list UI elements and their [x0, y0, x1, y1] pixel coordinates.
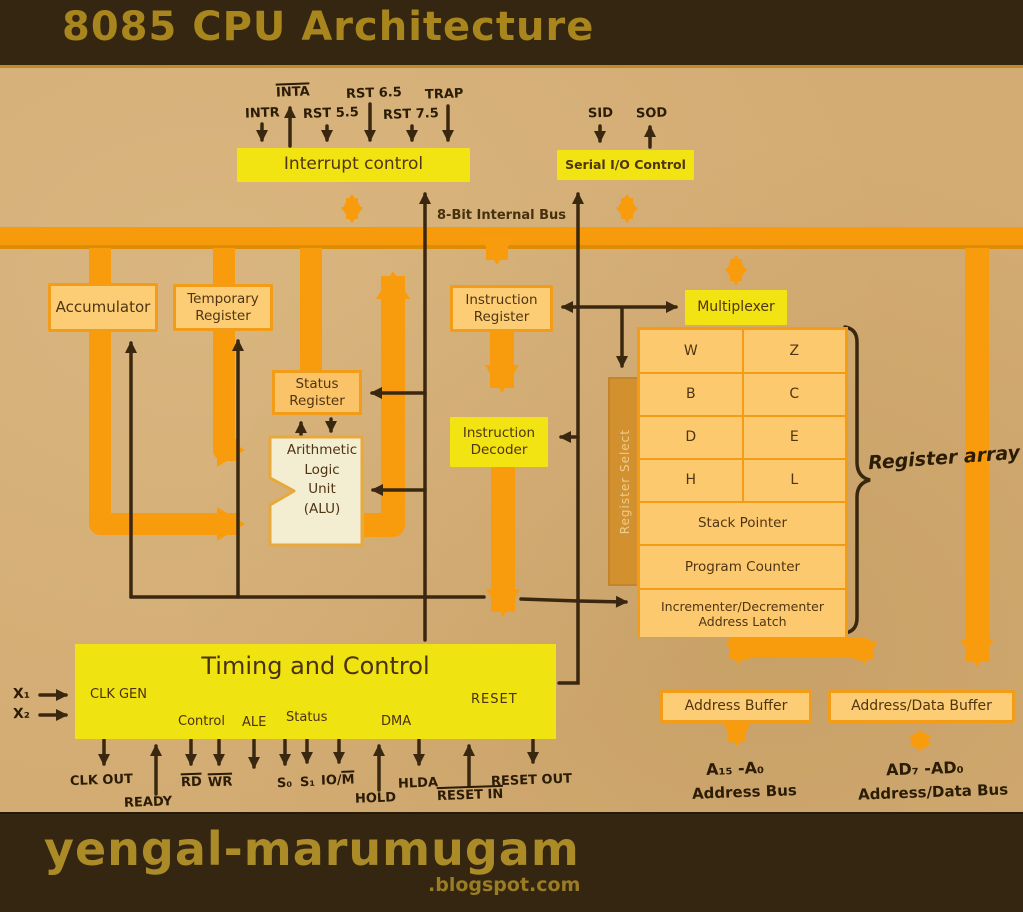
- label-trap: TRAP: [424, 86, 464, 103]
- alu-label: Arithmetic Logic Unit (ALU): [286, 442, 358, 517]
- register-w: W: [640, 330, 742, 372]
- label-s0: S₀: [276, 775, 293, 792]
- register-incrementer-latch: Incrementer/Decrementer Address Latch: [640, 590, 845, 637]
- block-serial-io-control: Serial I/O Control: [557, 150, 694, 180]
- timing-status-label: Status: [286, 710, 328, 725]
- register-array-brace: [843, 325, 871, 635]
- label-hold: HOLD: [354, 790, 397, 807]
- block-instruction-register: Instruction Register: [450, 285, 553, 332]
- arrow-alu-to-bus: [364, 271, 410, 537]
- internal-bus-bar: [0, 227, 1023, 247]
- timing-reset-label: RESET: [471, 692, 518, 707]
- register-program-counter: Program Counter: [640, 546, 845, 588]
- label-rst75: RST 7.5: [382, 106, 440, 123]
- register-array-label: Register array: [867, 441, 1021, 475]
- block-multiplexer: Multiplexer: [685, 290, 787, 325]
- alu-shape: [268, 435, 364, 547]
- block-alu: Arithmetic Logic Unit (ALU): [264, 433, 366, 549]
- label-address-range: A₁₅ -A₀: [705, 757, 765, 780]
- arrow-latch-to-ad-buffer: [739, 638, 878, 665]
- block-accumulator: Accumulator: [48, 283, 158, 332]
- label-s1: S₁: [299, 774, 316, 791]
- label-reset-in: RESET IN: [436, 786, 504, 805]
- internal-bus-edge: [0, 245, 1023, 249]
- block-status-register: Status Register: [272, 370, 362, 415]
- label-sod: SOD: [635, 105, 668, 122]
- timing-ale-label: ALE: [242, 715, 267, 730]
- label-inta: INTA: [275, 84, 310, 101]
- label-address-bus: Address Bus: [691, 781, 798, 803]
- register-b: B: [640, 374, 742, 415]
- label-x1: X₁: [12, 685, 31, 703]
- timing-clk-gen: CLK GEN: [90, 687, 147, 702]
- line-b-to-timing: [557, 599, 580, 685]
- label-ready: READY: [123, 794, 173, 811]
- label-sid: SID: [587, 105, 614, 122]
- register-z: Z: [743, 330, 845, 372]
- timing-title: Timing and Control: [201, 652, 430, 680]
- label-rst55: RST 5.5: [302, 105, 360, 122]
- collector-line-right: [519, 597, 580, 603]
- header-band: [0, 0, 1023, 68]
- block-temporary-register: Temporary Register: [173, 284, 273, 331]
- register-h: H: [640, 460, 742, 501]
- footer-band: [0, 812, 1023, 912]
- brand-domain-text: .blogspot.com: [428, 874, 581, 896]
- brand-text: yengal-marumugam: [44, 822, 580, 876]
- line-to-incrementer-latch: [576, 595, 628, 608]
- label-wr: WR: [207, 774, 233, 791]
- block-timing-control: Timing and Control CLK GEN Control ALE S…: [75, 644, 556, 739]
- register-array: W Z B C D E H L Stack Pointer Program Co…: [637, 327, 848, 638]
- label-x2: X₂: [12, 705, 31, 723]
- page-title: 8085 CPU Architecture: [62, 4, 595, 50]
- register-stack-pointer: Stack Pointer: [640, 503, 845, 544]
- label-io-prefix: IO/: [320, 772, 342, 789]
- label-clk-out: CLK OUT: [69, 771, 134, 790]
- timing-dma-label: DMA: [381, 714, 412, 729]
- label-io-m: IO/M: [321, 772, 355, 788]
- bus-label: 8-Bit Internal Bus: [437, 208, 566, 223]
- label-rd: RD: [180, 774, 203, 791]
- label-ad-range: AD₇ -AD₀: [885, 757, 964, 780]
- register-d: D: [640, 417, 742, 458]
- label-rst65: RST 6.5: [345, 85, 403, 102]
- timing-control-label: Control: [178, 714, 225, 729]
- register-c: C: [743, 374, 845, 415]
- block-instruction-decoder: Instruction Decoder: [450, 417, 548, 467]
- label-io-m-bar: M: [341, 772, 355, 788]
- block-address-data-buffer: Address/Data Buffer: [828, 690, 1015, 723]
- label-ad-bus: Address/Data Bus: [857, 780, 1009, 804]
- label-intr: INTR: [244, 105, 280, 122]
- register-select-label: Register Select: [617, 428, 632, 535]
- label-reset-out: RESET OUT: [490, 771, 573, 790]
- register-e: E: [743, 417, 845, 458]
- register-l: L: [743, 460, 845, 501]
- label-hlda: HLDA: [397, 775, 439, 792]
- block-interrupt-control: Interrupt control: [237, 148, 470, 182]
- block-address-buffer: Address Buffer: [660, 690, 812, 723]
- arrow-tempreg-to-alu: [213, 248, 245, 467]
